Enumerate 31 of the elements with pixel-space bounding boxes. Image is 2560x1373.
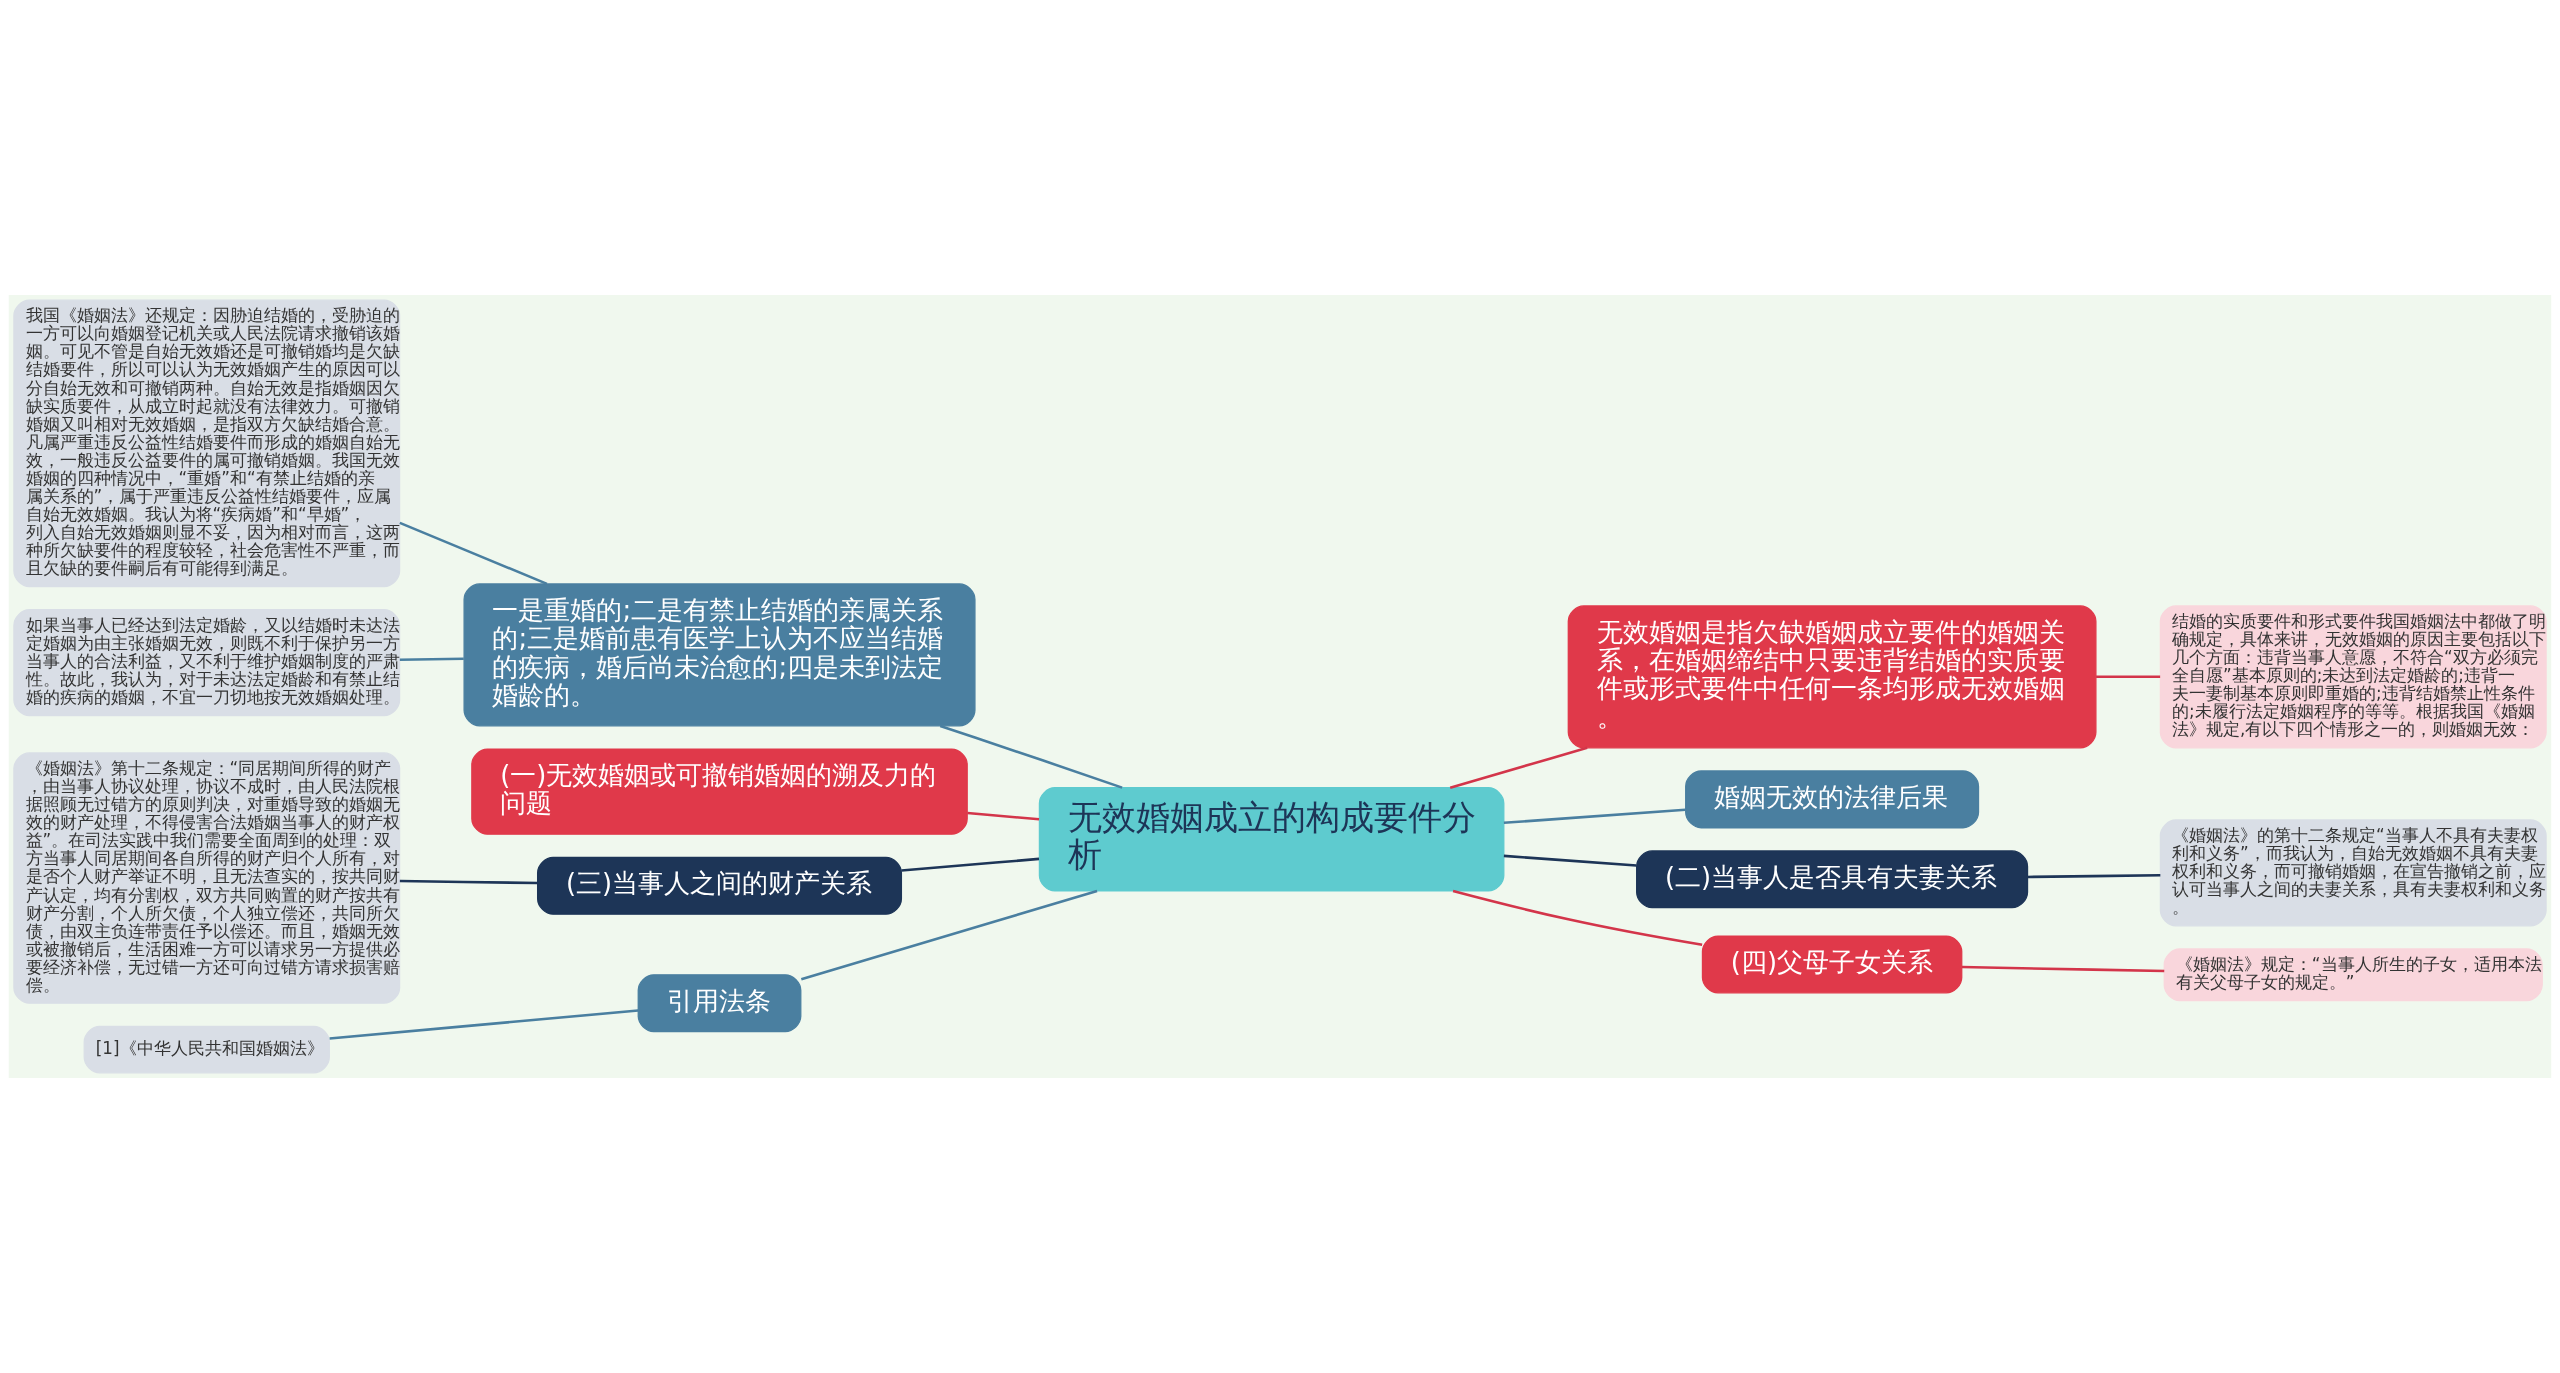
- node-box: 引用法条: [637, 974, 802, 1033]
- connector: [399, 657, 464, 661]
- connector: [939, 724, 1123, 789]
- node-box: 无效婚姻成立的构成要件分析: [1038, 787, 1505, 892]
- node-box: 《婚姻法》的第十二条规定“当事人不具有夫妻权利和义务”，而我认为，自始无效婚姻不具有夫妻权利和义务，而可撤销婚姻，在宣告撤销之前，应认可当事人之间的夫妻关系，具有夫妻权利和义务。: [2159, 819, 2547, 927]
- node-box: (一)无效婚姻或可撤销婚姻的溯及力的问题: [471, 748, 968, 835]
- node-box: 一是重婚的;二是有禁止结婚的亲属关系的;三是婚前患有医学上认为不应当结婚的疾病，婚后尚未治愈的;四是未到法定婚龄的。: [463, 583, 976, 727]
- connector: [1503, 854, 1637, 867]
- connector: [399, 521, 548, 586]
- node-box: 如果当事人已经达到法定婚龄，又以结婚时未达法定婚姻为由主张婚姻无效，则既不利于保护另一方当事人的合法利益，又不利于维护婚姻制度的严肃性。故此，我认为，对于未达法定婚龄和有禁止结婚的疾病的婚姻，不宜一刀切地按无效婚姻处理。: [13, 609, 401, 717]
- connector: [399, 879, 538, 885]
- connector: [329, 1009, 639, 1040]
- node-box: (二)当事人是否具有夫妻关系: [1636, 850, 2029, 909]
- connector: [800, 889, 1098, 981]
- connector: [2027, 874, 2161, 879]
- node-box: 我国《婚姻法》还规定：因胁迫结婚的，受胁迫的一方可以向婚姻登记机关或人民法院请求撤销该婚姻。可见不管是自始无效婚还是可撤销婚均是欠缺结婚要件，所以可以认为无效婚姻产生的原因可以分自始无效和可撤销两种。自始无效是指婚姻因欠缺实质要件，从成立时起就没有法律效力。可撤销婚姻又叫相对无效婚姻，是指双方欠缺结婚合意。凡属严重违反公益性结婚要件而形成的婚姻自始无效，一般违反公益要件的属可撤销婚姻。我国无效婚姻的四种情况中，“重婚”和“有禁止结婚的亲属关系的”，属于严重违反公益性结婚要件，应属自始无效婚姻。我认为将“疾病婚”和“早婚”，列入自始无效婚姻则显不妥，因为相对而言，这两种所欠缺要件的程度较轻，社会危害性不严重，而且欠缺的要件嗣后有可能得到满足。: [13, 299, 401, 588]
- connector: [1452, 889, 1703, 947]
- node-box: 婚姻无效的法律后果: [1685, 770, 1980, 829]
- node-box: [1]《中华人民共和国婚姻法》: [83, 1025, 330, 1074]
- connector: [901, 857, 1040, 872]
- node-box: 《婚姻法》规定：“当事人所生的子女，适用本法有关父母子女的规定。”: [2163, 948, 2543, 1002]
- node-box: 结婚的实质要件和形式要件我国婚姻法中都做了明确规定，具体来讲，无效婚姻的原因主要包括以下几个方面：违背当事人意愿，不符合“双方必须完全自愿”基本原则的;未达到法定婚龄的;违背一夫一妻制基本原则即重婚的;违背结婚禁止性条件的;未履行法定婚姻程序的等等。根据我国《婚姻法》规定,有以下四个情形之一的，则婚姻无效：: [2159, 605, 2547, 749]
- connector: [1961, 965, 2165, 973]
- connector: [2096, 675, 2161, 679]
- node-box: (四)父母子女关系: [1701, 935, 1963, 994]
- connector: [1503, 808, 1686, 825]
- connector: [1449, 746, 1588, 789]
- node-box: 无效婚姻是指欠缺婚姻成立要件的婚姻关系，在婚姻缔结中只要违背结婚的实质要件或形式要件中任何一条均形成无效婚姻。: [1567, 605, 2097, 749]
- connector: [967, 811, 1040, 821]
- node-box: 《婚姻法》第十二条规定：“同居期间所得的财产，由当事人协议处理，协议不成时，由人民法院根据照顾无过错方的原则判决，对重婚导致的婚姻无效的财产处理，不得侵害合法婚姻当事人的财产权益”。在司法实践中我们需要全面周到的处理：双方当事人同居期间各自所得的财产归个人所有，对是否个人财产举证不明，且无法查实的，按共同财产认定，均有分割权，双方共同购置的财产按共有财产分割，个人所欠债，个人独立偿还，共同所欠债，由双主负连带责任予以偿还。而且，婚姻无效或被撤销后，生活困难一方可以请求另一方提供必要经济补偿，无过错一方还可向过错方请求损害赔偿。: [13, 752, 401, 1004]
- node-box: (三)当事人之间的财产关系: [537, 856, 903, 915]
